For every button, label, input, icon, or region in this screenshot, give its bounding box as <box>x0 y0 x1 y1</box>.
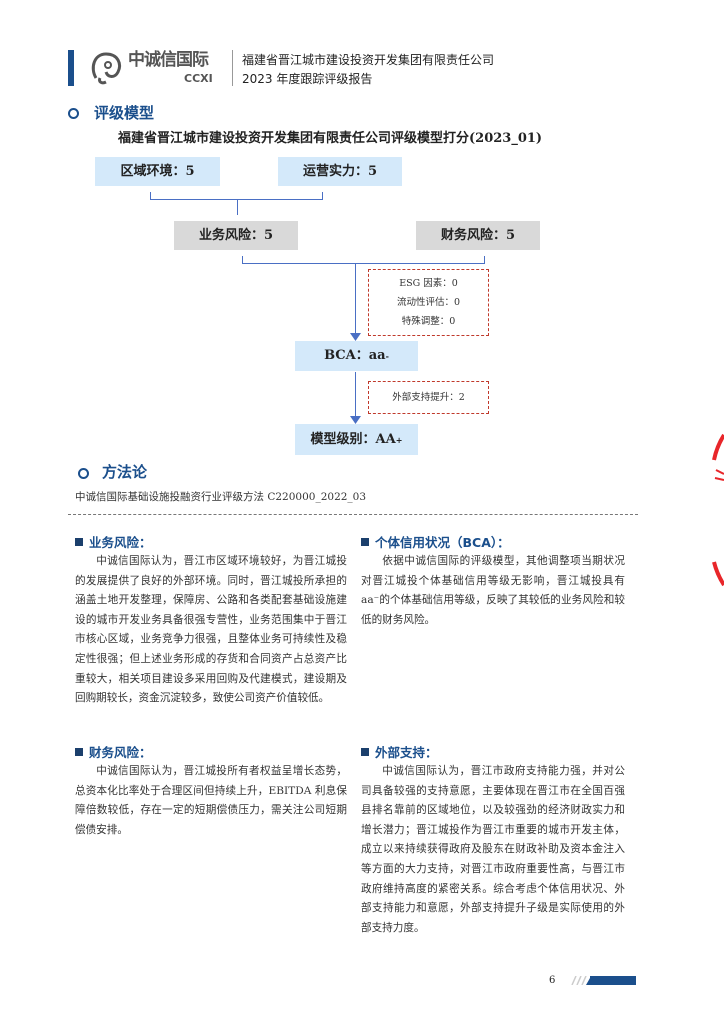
divider <box>68 514 638 515</box>
arrow-line <box>355 372 356 418</box>
ccxi-logo: 中诚信国际 CCXI <box>88 48 228 88</box>
adjustments-box: ESG 因素：0 流动性评估：0 特殊调整：0 <box>368 269 489 336</box>
model-chart-title: 福建省晋江城市建设投资开发集团有限责任公司评级模型打分(2023_01) <box>118 131 543 146</box>
section-title-methodology: 方法论 <box>102 463 148 481</box>
external-support-text: 中诚信国际认为，晋江市政府支持能力强，并对公司具备较强的支持意愿，主要体现在晋江… <box>361 765 625 934</box>
regional-environment-box: 区域环境：5 <box>95 157 220 186</box>
external-support-heading: 外部支持： <box>361 744 625 762</box>
footer-decoration-bar <box>571 976 636 985</box>
business-risk-box: 业务风险：5 <box>174 221 298 250</box>
model-rating-box: 模型级别：AA+ <box>295 424 418 455</box>
methodology-text: 中诚信国际基础设施投融资行业评级方法 C220000_2022_03 <box>75 491 367 503</box>
bca-text: 依据中诚信国际的评级模型，其他调整项当期状况对晋江城投个体基础信用等级无影响，晋… <box>361 555 625 626</box>
page-number: 6 <box>549 975 556 986</box>
special-adjustment: 特殊调整：0 <box>401 316 456 327</box>
financial-risk-heading: 财务风险： <box>75 744 347 762</box>
business-risk-text: 中诚信国际认为，晋江市区域环境较好，为晋江城投的发展提供了良好的外部环境。同时，… <box>75 555 347 705</box>
connector-line <box>242 263 485 264</box>
operation-strength-box: 运营实力：5 <box>278 157 402 186</box>
section-bullet-icon <box>68 108 79 119</box>
arrow-down-icon <box>350 333 361 341</box>
bca-value: BCA：aa <box>324 348 386 363</box>
header-accent-bar <box>68 50 74 86</box>
elephant-logo-icon <box>91 52 121 85</box>
logo-text-cn: 中诚信国际 <box>128 50 209 70</box>
section-title-rating-model: 评级模型 <box>94 104 155 122</box>
logo-text-en: CCXI <box>184 72 213 85</box>
section-bullet-icon <box>78 468 89 479</box>
bca-heading: 个体信用状况（BCA）： <box>361 534 625 552</box>
header-divider <box>232 50 233 86</box>
report-title: 福建省晋江城市建设投资开发集团有限责任公司 <box>242 53 495 67</box>
report-subtitle: 2023 年度跟踪评级报告 <box>242 72 373 86</box>
esg-factor: ESG 因素：0 <box>399 278 458 289</box>
arrow-line <box>355 263 356 335</box>
arrow-down-icon <box>350 416 361 424</box>
financial-risk-box: 财务风险：5 <box>416 221 540 250</box>
model-rating-value: 模型级别：AA <box>310 431 396 447</box>
business-risk-block: 业务风险： 中诚信国际认为，晋江市区域环境较好，为晋江城投的发展提供了良好的外部… <box>75 534 347 709</box>
model-rating-superscript: + <box>395 434 403 445</box>
external-uplift-value: 外部支持提升：2 <box>392 392 465 403</box>
red-seal-stamp <box>712 433 724 587</box>
business-risk-heading: 业务风险： <box>75 534 347 552</box>
external-support-block: 外部支持： 中诚信国际认为，晋江市政府支持能力强，并对公司具备较强的支持意愿，主… <box>361 744 625 938</box>
liquidity-assessment: 流动性评估：0 <box>396 297 461 308</box>
financial-risk-text: 中诚信国际认为，晋江城投所有者权益呈增长态势，总资本化比率处于合理区间但持续上升… <box>75 765 347 836</box>
bca-box: BCA：aa- <box>295 341 418 371</box>
connector-line <box>150 199 323 200</box>
bca-superscript: - <box>385 351 389 361</box>
bca-block: 个体信用状况（BCA）： 依据中诚信国际的评级模型，其他调整项当期状况对晋江城投… <box>361 534 625 630</box>
external-support-uplift-box: 外部支持提升：2 <box>368 381 489 414</box>
financial-risk-block: 财务风险： 中诚信国际认为，晋江城投所有者权益呈增长态势，总资本化比率处于合理区… <box>75 744 347 840</box>
